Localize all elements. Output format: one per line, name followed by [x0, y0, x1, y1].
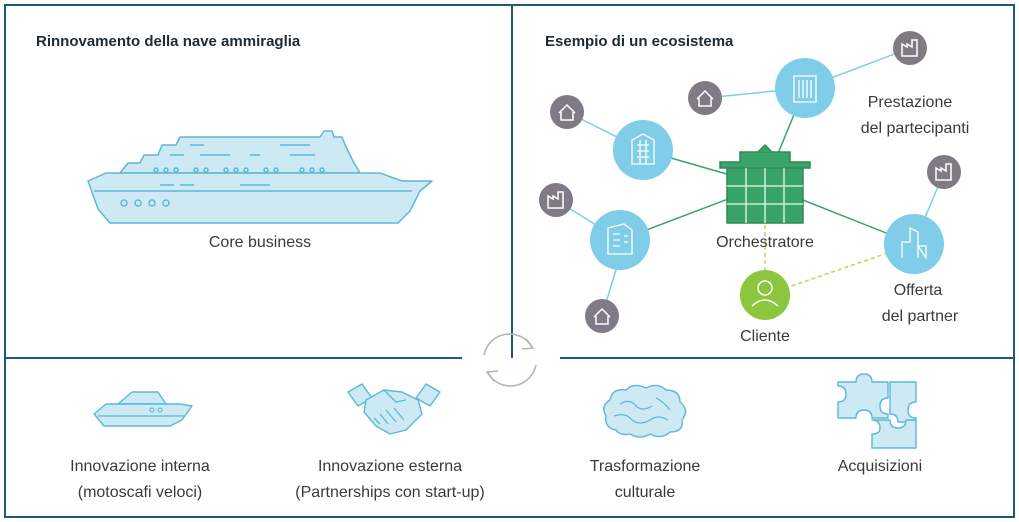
left-panel-title: Rinnovamento della nave ammiraglia — [36, 33, 301, 50]
brain-icon — [603, 384, 687, 438]
tower-building-node-icon — [775, 58, 835, 118]
client-person-icon — [740, 270, 790, 320]
client-label: Cliente — [740, 328, 790, 345]
house-node-icon — [585, 299, 619, 333]
internal-innovation-label-line1: Innovazione interna — [70, 458, 210, 475]
house-node-icon — [550, 95, 584, 129]
orchestrator-label: Orchestratore — [716, 234, 814, 251]
skyscraper-node-icon — [884, 214, 944, 274]
participants-label-line2: del partecipanti — [860, 120, 970, 137]
factory-node-icon — [539, 183, 573, 217]
partner-label-line1: Offerta — [893, 282, 943, 299]
house-node-icon — [688, 81, 722, 115]
factory-node-icon — [893, 31, 927, 65]
speedboat-icon — [93, 391, 193, 427]
cultural-transformation-label-line2: culturale — [614, 484, 676, 501]
cultural-transformation-label-line1: Trasformazione — [589, 458, 701, 475]
ecosystem-diagram — [539, 31, 961, 333]
core-business-label: Core business — [208, 234, 312, 251]
internal-innovation-label-line2: (motoscafi veloci) — [77, 484, 203, 501]
external-innovation-label-line2: (Partnerships con start-up) — [295, 484, 485, 501]
cycle-arrows-icon — [483, 333, 537, 387]
partner-label-line2: del partner — [881, 308, 959, 325]
factory-node-icon — [927, 155, 961, 189]
participants-label-line1: Prestazione — [867, 94, 953, 111]
puzzle-icon — [837, 373, 917, 449]
external-innovation-label-line1: Innovazione esterna — [317, 458, 463, 475]
acquisitions-label: Acquisizioni — [837, 458, 923, 475]
orchestrator-building-icon — [719, 143, 811, 224]
apartment-building-node-icon — [590, 210, 650, 270]
handshake-icon — [347, 383, 441, 435]
cruise-ship-icon — [87, 130, 433, 224]
right-panel-title: Esempio di un ecosistema — [545, 33, 734, 50]
office-building-node-icon — [613, 120, 673, 180]
